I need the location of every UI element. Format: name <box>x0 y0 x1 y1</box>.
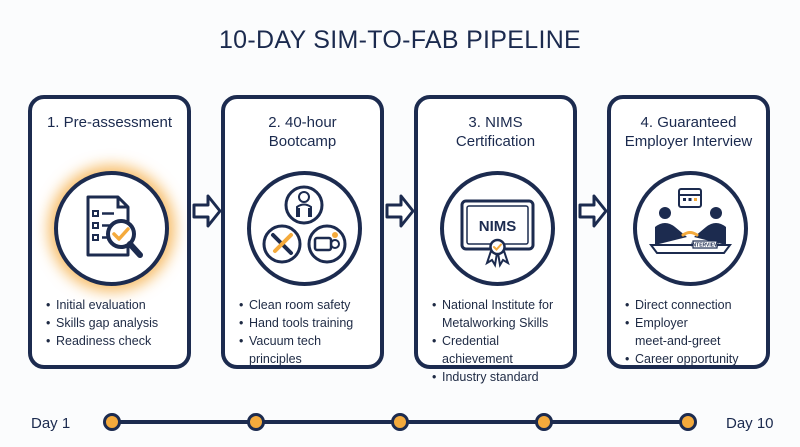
bullet-item: Career opportunity <box>625 350 760 368</box>
timeline-milestone <box>103 413 121 431</box>
bullet-item: Industry standard <box>432 368 567 386</box>
bullet-item: National Institute for Metalworking Skil… <box>432 296 567 332</box>
bullet-item: Hand tools training <box>239 314 374 332</box>
bullet-item: Employer meet-and-greet <box>625 314 760 350</box>
timeline-milestone <box>247 413 265 431</box>
arrow-right-icon <box>385 194 415 228</box>
arrow-right-icon <box>192 194 222 228</box>
arrow-right-icon <box>578 194 608 228</box>
step-bullets: Clean room safety Hand tools training Va… <box>239 296 374 368</box>
timeline-start-label: Day 1 <box>31 415 71 432</box>
certificate-icon: NIMS <box>460 199 535 268</box>
certificate-text: NIMS <box>479 218 517 235</box>
bullet-item: Skills gap analysis <box>46 314 181 332</box>
step-title: 4. Guaranteed Employer Interview <box>624 114 753 150</box>
timeline-end-label: Day 10 <box>726 415 774 432</box>
timeline-milestone <box>679 413 697 431</box>
checklist-magnifier-icon <box>86 195 143 258</box>
step-card-nims-certification: 3. NIMS Certification NIMS National Inst… <box>414 95 577 386</box>
step-card-employer-interview: 4. Guaranteed Employer Interview INTERVI… <box>607 95 770 369</box>
bullet-item: Direct connection <box>625 296 760 314</box>
step-title: 1. Pre-assessment <box>46 114 173 131</box>
handshake-interview-icon: INTERVIEW <box>649 188 732 254</box>
step-medallion: NIMS <box>440 171 555 286</box>
bullet-item: Vacuum tech principles <box>239 332 374 368</box>
bullet-item: Readiness check <box>46 332 181 350</box>
bullet-item: Clean room safety <box>239 296 374 314</box>
step-medallion <box>247 171 362 286</box>
step-card-pre-assessment: 1. Pre-assessment Initial evaluation Ski… <box>28 95 191 369</box>
step-bullets: National Institute for Metalworking Skil… <box>432 296 567 386</box>
step-card-bootcamp: 2. 40-hour Bootcamp Clean room safety Ha… <box>221 95 384 369</box>
step-medallion: INTERVIEW <box>633 171 748 286</box>
step-title: 3. NIMS Certification <box>455 114 536 150</box>
page-title: 10-DAY SIM-TO-FAB PIPELINE <box>218 26 582 54</box>
timeline-milestone <box>391 413 409 431</box>
bullet-item: Credential achievement <box>432 332 567 368</box>
timeline-milestone <box>535 413 553 431</box>
step-title: 2. 40-hour Bootcamp <box>268 114 337 150</box>
bootcamp-tools-icon <box>262 185 347 264</box>
interview-text: INTERVIEW <box>691 243 719 249</box>
timeline <box>103 413 697 431</box>
step-medallion <box>54 171 169 286</box>
step-bullets: Initial evaluation Skills gap analysis R… <box>46 296 181 350</box>
bullet-item: Initial evaluation <box>46 296 181 314</box>
step-bullets: Direct connection Employer meet-and-gree… <box>625 296 760 368</box>
